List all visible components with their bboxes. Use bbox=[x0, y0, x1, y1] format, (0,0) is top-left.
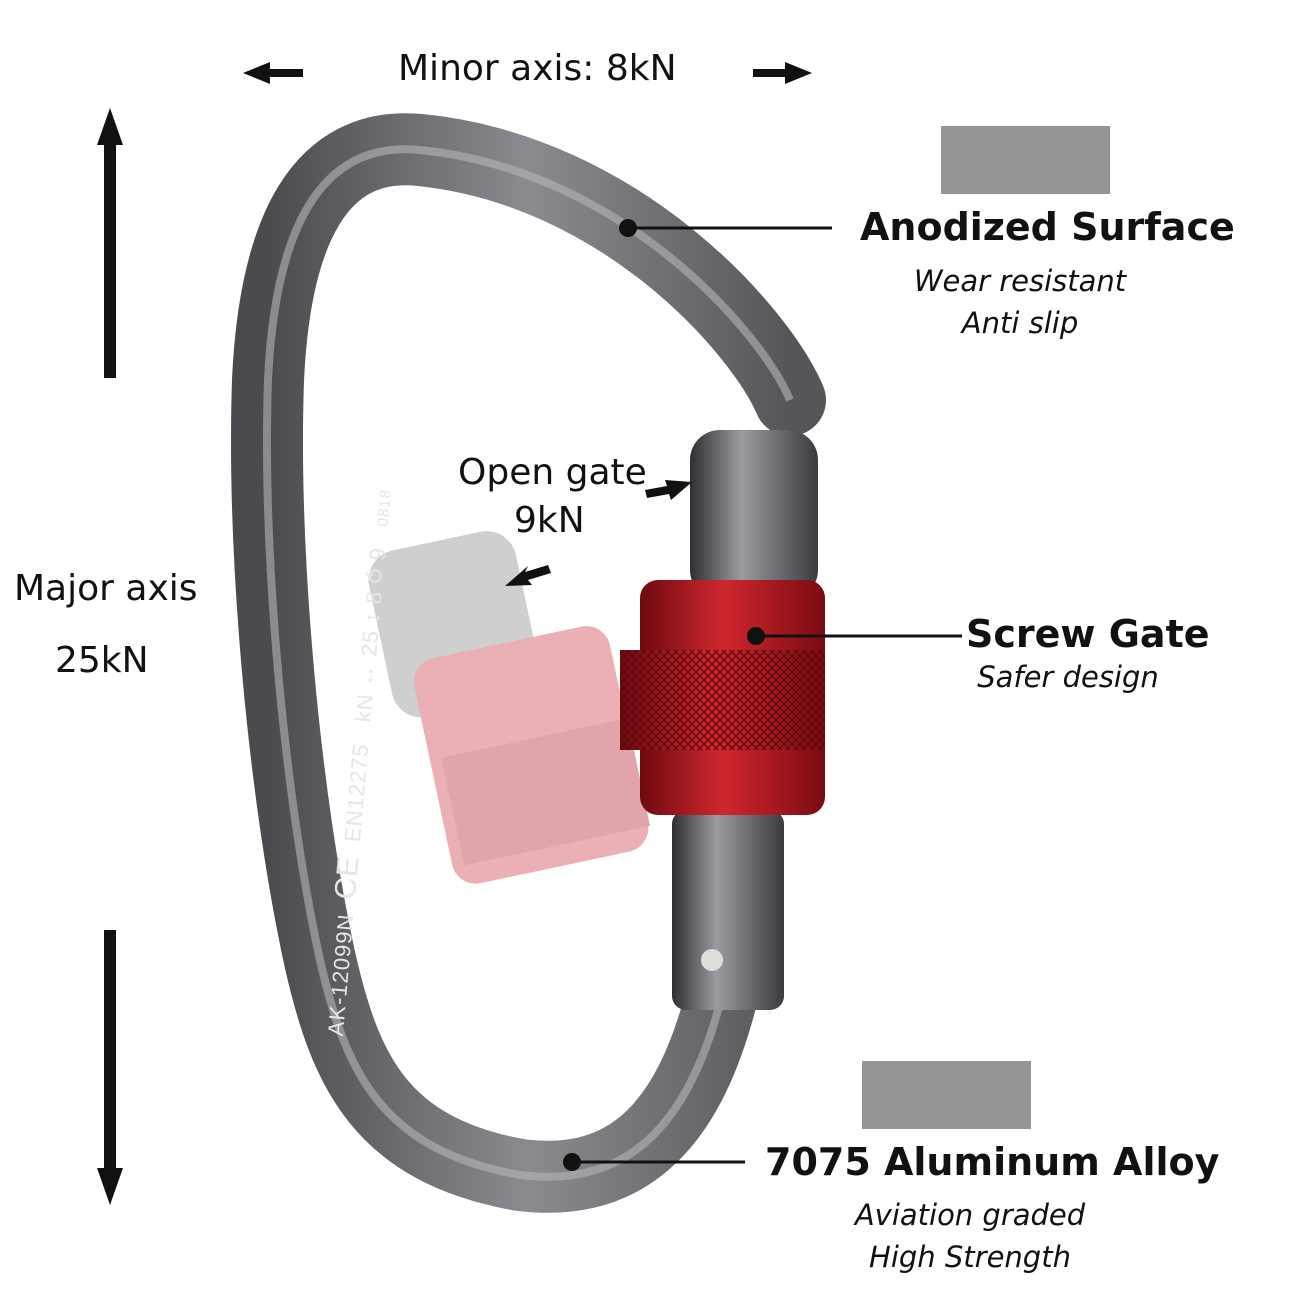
feature-title-anodized: Anodized Surface bbox=[860, 205, 1235, 249]
major-axis-value: 25kN bbox=[55, 640, 149, 681]
feature-line: Anti slip bbox=[961, 306, 1079, 340]
feature-line: Aviation graded bbox=[854, 1198, 1086, 1232]
batch: 0818 bbox=[374, 488, 395, 528]
open-gate-ghost bbox=[368, 531, 651, 884]
screw-gate bbox=[620, 430, 825, 1010]
callout-dots bbox=[563, 219, 765, 1171]
major-axis-arrows bbox=[97, 108, 123, 1205]
feature-title-screw-gate: Screw Gate bbox=[966, 612, 1210, 656]
feature-title-alloy: 7075 Aluminum Alloy bbox=[765, 1140, 1220, 1184]
open-gate-arrows bbox=[505, 480, 692, 586]
callout-leaders bbox=[572, 226, 962, 1164]
open-gate-label: Open gate bbox=[458, 452, 647, 493]
minor-axis-label: Minor axis: 8kN bbox=[398, 48, 677, 89]
anodized-swatch bbox=[941, 126, 1110, 194]
standard: EN12275 bbox=[339, 742, 374, 843]
minor-axis-arrows bbox=[243, 62, 812, 84]
ce-mark: CE bbox=[328, 854, 366, 901]
alloy-swatch bbox=[862, 1061, 1031, 1129]
feature-line: Safer design bbox=[977, 660, 1159, 694]
feature-line: Wear resistant bbox=[913, 264, 1127, 298]
open-gate-value: 9kN bbox=[514, 500, 585, 541]
feature-line: High Strength bbox=[869, 1240, 1071, 1274]
major-axis-label: Major axis bbox=[14, 568, 198, 609]
